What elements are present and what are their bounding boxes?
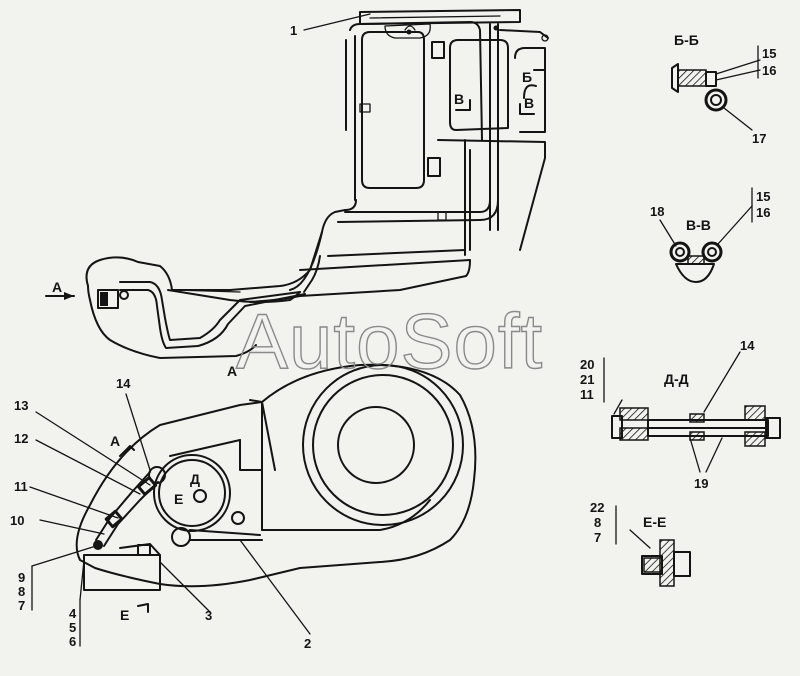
callout-dd-14: 14: [740, 338, 755, 353]
callout-dd-21: 21: [580, 372, 594, 387]
callout-ee-22: 22: [590, 500, 604, 515]
callout-6: 6: [69, 634, 76, 649]
view-label-b-marker: Б: [522, 69, 532, 85]
callout-12: 12: [14, 431, 28, 446]
section-title-vv: В-В: [686, 217, 711, 233]
callout-9: 9: [18, 570, 25, 585]
callout-bb-15: 15: [762, 46, 776, 61]
callout-vv-18: 18: [650, 204, 664, 219]
callout-ee-7: 7: [594, 530, 601, 545]
section-ee-bolt: [615, 505, 691, 587]
callout-11: 11: [14, 479, 28, 494]
callout-8: 8: [18, 584, 25, 599]
cab-frame-assembly: [229, 9, 549, 303]
callout-ee-8: 8: [594, 515, 601, 530]
section-title-dd: Д-Д: [664, 371, 689, 387]
view-arrows: [45, 69, 545, 613]
view-label-a-left: А: [52, 279, 62, 295]
callout-dd-20: 20: [580, 357, 594, 372]
callout-4: 4: [69, 606, 77, 621]
view-label-v-marker-2: В: [524, 95, 534, 111]
callout-dd-19: 19: [694, 476, 708, 491]
view-label-e-arrow: Е: [120, 607, 129, 623]
view-label-a-bottom: А: [227, 363, 237, 379]
engine-housing-assembly: [75, 363, 477, 591]
view-label-v-marker-1: В: [454, 91, 464, 107]
view-label-e-inset: Е: [174, 491, 183, 507]
callout-1: 1: [290, 23, 297, 38]
callout-dd-11: 11: [580, 387, 594, 402]
callout-10: 10: [10, 513, 24, 528]
callout-13: 13: [14, 398, 28, 413]
section-vv-clip: [659, 187, 753, 283]
callout-2: 2: [304, 636, 311, 651]
section-title-bb: Б-Б: [674, 32, 699, 48]
section-dd-bolt: [603, 351, 781, 473]
section-title-ee: Е-Е: [643, 514, 666, 530]
view-label-a-arrow: А: [110, 433, 120, 449]
callout-14: 14: [116, 376, 131, 391]
callout-bb-17: 17: [752, 131, 766, 146]
callout-3: 3: [205, 608, 212, 623]
leader-lines: [29, 13, 371, 647]
callout-vv-15: 15: [756, 189, 770, 204]
callout-bb-16: 16: [762, 63, 776, 78]
watermark: AutoSoft: [236, 297, 543, 385]
view-label-d-inset: Д: [190, 471, 200, 487]
callout-5: 5: [69, 620, 76, 635]
section-bb-fitting: [671, 45, 761, 131]
callout-vv-16: 16: [756, 205, 770, 220]
callout-7: 7: [18, 598, 25, 613]
frame-rail-pipes: [85, 255, 321, 359]
